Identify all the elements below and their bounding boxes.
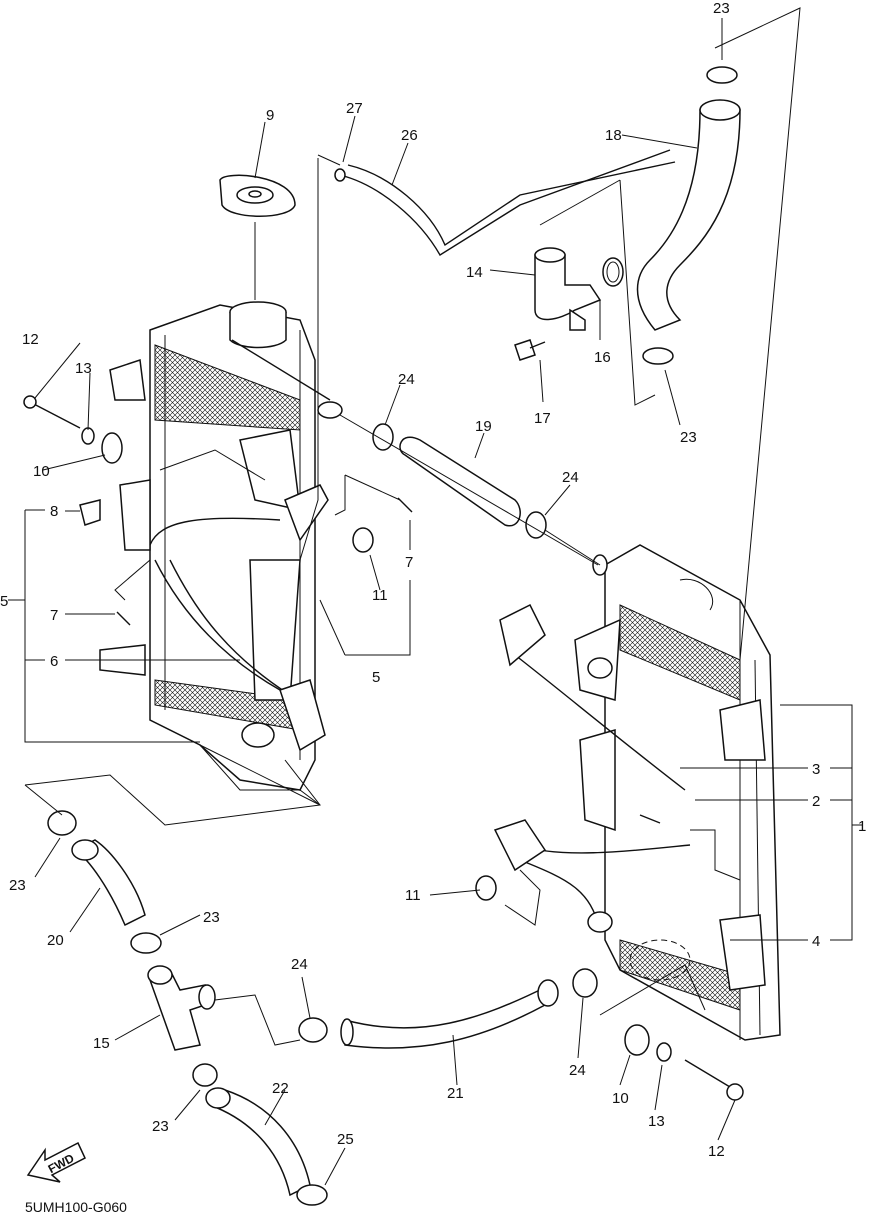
callout-12-right: 12	[708, 1143, 725, 1160]
callout-23-top: 23	[713, 0, 730, 17]
overflow-hose	[334, 149, 676, 256]
radiator-cap	[219, 174, 296, 217]
diagram-code: 5UMH100-G060	[25, 1199, 127, 1215]
upper-pipe-14	[534, 247, 602, 331]
callout-7-mid: 7	[405, 554, 413, 571]
callout-19: 19	[475, 418, 492, 435]
right-radiator	[493, 544, 781, 1041]
bolt-17	[514, 339, 546, 361]
callout-23-left: 23	[9, 877, 26, 894]
callout-9: 9	[266, 107, 274, 124]
callout-16: 16	[594, 349, 611, 366]
hose-20	[71, 839, 146, 927]
callout-3: 3	[812, 761, 820, 778]
hose-21	[340, 979, 559, 1049]
callout-23-bottom: 23	[152, 1118, 169, 1135]
callout-1: 1	[858, 818, 866, 835]
callout-4: 4	[812, 933, 820, 950]
callout-2: 2	[812, 793, 820, 810]
callout-24-right: 24	[569, 1062, 586, 1079]
callout-5-left: 5	[0, 593, 8, 610]
callout-24-mid: 24	[562, 469, 579, 486]
callout-5-mid: 5	[372, 669, 380, 686]
callout-22: 22	[272, 1080, 289, 1097]
callout-11-mid: 11	[372, 587, 388, 604]
fwd-arrow-icon: FWD	[26, 1141, 86, 1183]
callout-10-left: 10	[33, 463, 50, 480]
hose-22	[205, 1087, 311, 1197]
hose-clamps	[47, 66, 738, 1206]
callout-26: 26	[401, 127, 418, 144]
grommets-and-washers	[79, 427, 672, 1062]
callout-23-mid: 23	[203, 909, 220, 926]
joint-15	[147, 965, 216, 1051]
left-radiator	[99, 301, 343, 806]
callout-7-left: 7	[50, 607, 58, 624]
callout-13-left: 13	[75, 360, 92, 377]
callout-15: 15	[93, 1035, 110, 1052]
callout-21: 21	[447, 1085, 464, 1102]
callout-12-left: 12	[22, 331, 39, 348]
leader-lines	[8, 7, 862, 1186]
bolts	[23, 395, 744, 1101]
callout-11-right: 11	[405, 887, 421, 904]
callout-labels: 1 2 3 4 5 5 6 7 7 8 9 10 10 11 11 12 12 …	[0, 0, 866, 1160]
callout-17: 17	[534, 410, 551, 427]
callout-24-upper: 24	[398, 371, 415, 388]
callout-14: 14	[466, 264, 483, 281]
hose-19	[399, 436, 521, 527]
callout-6: 6	[50, 653, 58, 670]
upper-hose-18	[636, 99, 741, 331]
callout-8: 8	[50, 503, 58, 520]
callout-27: 27	[346, 100, 363, 117]
callout-18: 18	[605, 127, 622, 144]
callout-20: 20	[47, 932, 64, 949]
callout-25: 25	[337, 1131, 354, 1148]
callout-24-lower: 24	[291, 956, 308, 973]
callout-23-right: 23	[680, 429, 697, 446]
callout-13-right: 13	[648, 1113, 665, 1130]
callout-10-right: 10	[612, 1090, 629, 1107]
o-ring-16	[602, 257, 624, 287]
